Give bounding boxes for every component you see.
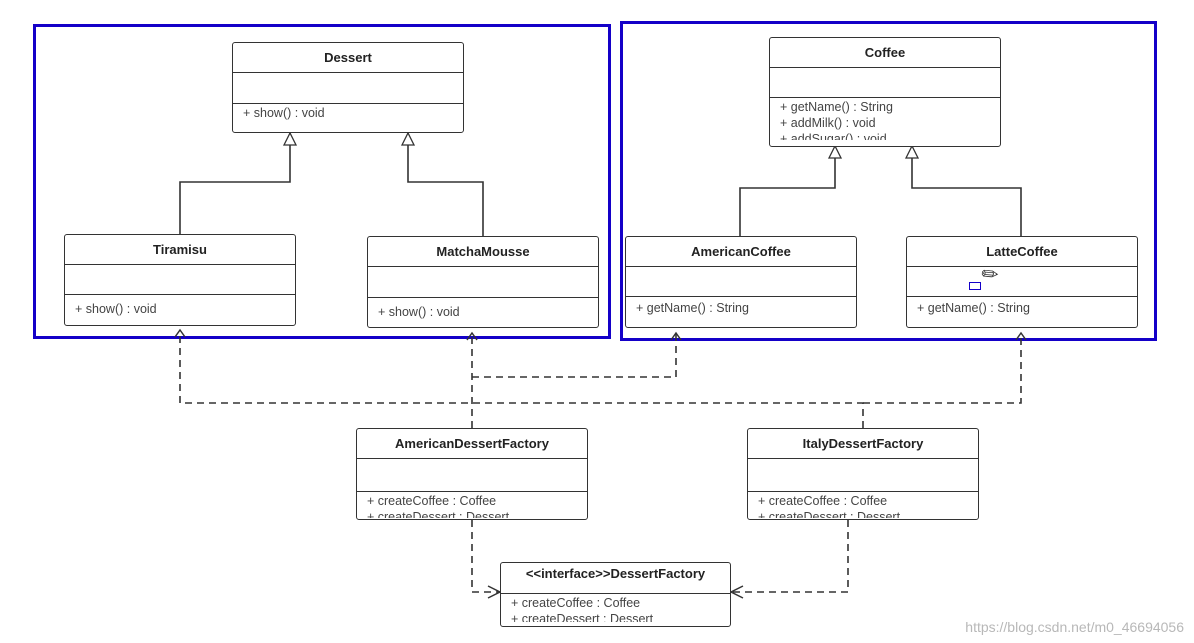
methods-section: + createCoffee : Coffee + createDessert … — [357, 492, 587, 518]
method: + show() : void — [75, 302, 157, 316]
method: + getName() : String — [636, 301, 749, 315]
methods-section: + getName() : String + addMilk() : void … — [770, 98, 1000, 140]
method: + show() : void — [243, 106, 325, 120]
class-name: AmericanDessertFactory — [357, 429, 587, 459]
method: + createCoffee : Coffee — [758, 494, 888, 508]
method: + createDessert : Dessert — [758, 510, 901, 518]
class-name: Dessert — [233, 43, 463, 73]
class-name: ItalyDessertFactory — [748, 429, 978, 459]
watermark: https://blog.csdn.net/m0_46694056 — [965, 619, 1184, 635]
coffee-group-frame — [620, 21, 1157, 341]
italyfactory-to-latte — [863, 334, 1022, 404]
methods-section: + show() : void — [65, 295, 295, 317]
class-latte-coffee[interactable]: LatteCoffee + getName() : String — [906, 236, 1138, 328]
methods-section: + show() : void — [368, 298, 598, 320]
cursor-selection-box — [969, 282, 981, 290]
methods-section: + createCoffee : Coffee + createDessert … — [501, 594, 730, 622]
italyfactory-realizes-interface — [731, 520, 849, 593]
class-italy-dessert-factory[interactable]: ItalyDessertFactory + createCoffee : Cof… — [747, 428, 979, 520]
matcha-inherits-dessert — [407, 133, 484, 236]
method: + getName() : String — [780, 100, 893, 114]
class-name: AmericanCoffee — [626, 237, 856, 267]
class-name: Coffee — [770, 38, 1000, 68]
americanfactory-realizes-interface — [471, 520, 500, 593]
class-american-coffee[interactable]: AmericanCoffee + getName() : String — [625, 236, 857, 328]
method: + createDessert : Dessert — [367, 510, 510, 518]
class-coffee[interactable]: Coffee + getName() : String + addMilk() … — [769, 37, 1001, 147]
attributes-section — [233, 73, 463, 104]
attributes-section — [368, 267, 598, 298]
class-name: <<interface>>DessertFactory — [501, 563, 730, 594]
attributes-section — [357, 459, 587, 492]
attributes-section — [748, 459, 978, 492]
method: + show() : void — [378, 305, 460, 319]
methods-section: + getName() : String — [907, 297, 1137, 316]
method: + getName() : String — [917, 301, 1030, 315]
class-tiramisu[interactable]: Tiramisu + show() : void — [64, 234, 296, 326]
methods-section: + createCoffee : Coffee + createDessert … — [748, 492, 978, 518]
attributes-section — [65, 265, 295, 295]
interface-dessert-factory[interactable]: <<interface>>DessertFactory + createCoff… — [500, 562, 731, 627]
class-matcha-mousse[interactable]: MatchaMousse + show() : void — [367, 236, 599, 328]
class-name: MatchaMousse — [368, 237, 598, 267]
tiramisu-inherits-dessert — [179, 133, 291, 234]
method: + createCoffee : Coffee — [367, 494, 497, 508]
methods-section: + show() : void — [233, 104, 463, 121]
attributes-section — [770, 68, 1000, 98]
attributes-section — [626, 267, 856, 297]
americanfactory-to-americancoffee — [472, 334, 677, 378]
italyfactory-to-tiramisu — [179, 331, 864, 428]
class-name: Tiramisu — [65, 235, 295, 265]
class-name: LatteCoffee — [907, 237, 1137, 267]
latte-inherits-coffee — [911, 146, 1022, 236]
dessert-group-frame — [33, 24, 611, 339]
method: + addMilk() : void — [780, 116, 876, 130]
class-american-dessert-factory[interactable]: AmericanDessertFactory + createCoffee : … — [356, 428, 588, 520]
method: + createDessert : Dessert — [511, 612, 654, 622]
methods-section: + getName() : String — [626, 297, 856, 316]
method: + addSugar() : void — [780, 132, 887, 140]
attributes-section — [907, 267, 1137, 297]
method: + createCoffee : Coffee — [511, 596, 641, 610]
class-dessert[interactable]: Dessert + show() : void — [232, 42, 464, 133]
americancoffee-inherits-coffee — [739, 146, 836, 236]
